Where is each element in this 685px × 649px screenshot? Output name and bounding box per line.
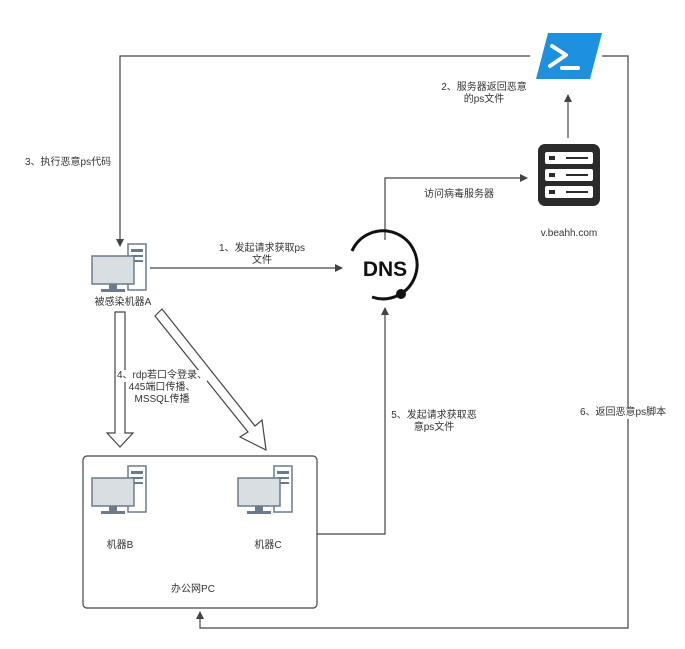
- arrow-step5: [317, 307, 389, 535]
- office-network-box: [82, 455, 318, 609]
- dns-text: DNS: [363, 258, 407, 281]
- visit-server-label: 访问病毒服务器: [424, 189, 494, 200]
- server-domain-label: v.beahh.com: [540, 228, 598, 239]
- computer-icon-c: [236, 464, 298, 516]
- computer-icon-a: [90, 242, 152, 294]
- step1-label-line1: 1、发起请求获取ps: [218, 243, 306, 254]
- machine-a-label: 被感染机器A: [94, 297, 152, 308]
- step2-label-line2: 的ps文件: [463, 94, 505, 105]
- step4-label-line3: MSSQL传播: [134, 394, 190, 406]
- step4-label-line2: 445端口传播、: [128, 382, 196, 394]
- step2-label-line1: 2、服务器返回恶意: [441, 82, 527, 93]
- machine-b-label: 机器B: [106, 540, 134, 551]
- step5-label-line1: 5、发起请求获取恶: [391, 410, 477, 421]
- hollow-arrow-to-c: [154, 308, 267, 452]
- step3-label: 3、执行恶意ps代码: [25, 157, 112, 168]
- step1-label-line2: 文件: [252, 255, 272, 266]
- step5-label-line2: 意ps文件: [413, 422, 455, 433]
- server-icon: [538, 144, 600, 206]
- step6-label: 6、返回恶意ps脚本: [580, 407, 667, 419]
- powershell-icon: [536, 33, 602, 79]
- computer-icon-b: [90, 464, 152, 516]
- arrow-step6: [196, 55, 629, 629]
- machine-c-label: 机器C: [254, 540, 282, 551]
- office-pc-label: 办公网PC: [171, 584, 215, 595]
- dns-icon: DNS: [350, 229, 419, 301]
- arrow-step3: [116, 55, 530, 247]
- step4-label-line1: 4、rdp若口令登录、: [116, 370, 208, 382]
- arrow-visit-server: [384, 174, 528, 240]
